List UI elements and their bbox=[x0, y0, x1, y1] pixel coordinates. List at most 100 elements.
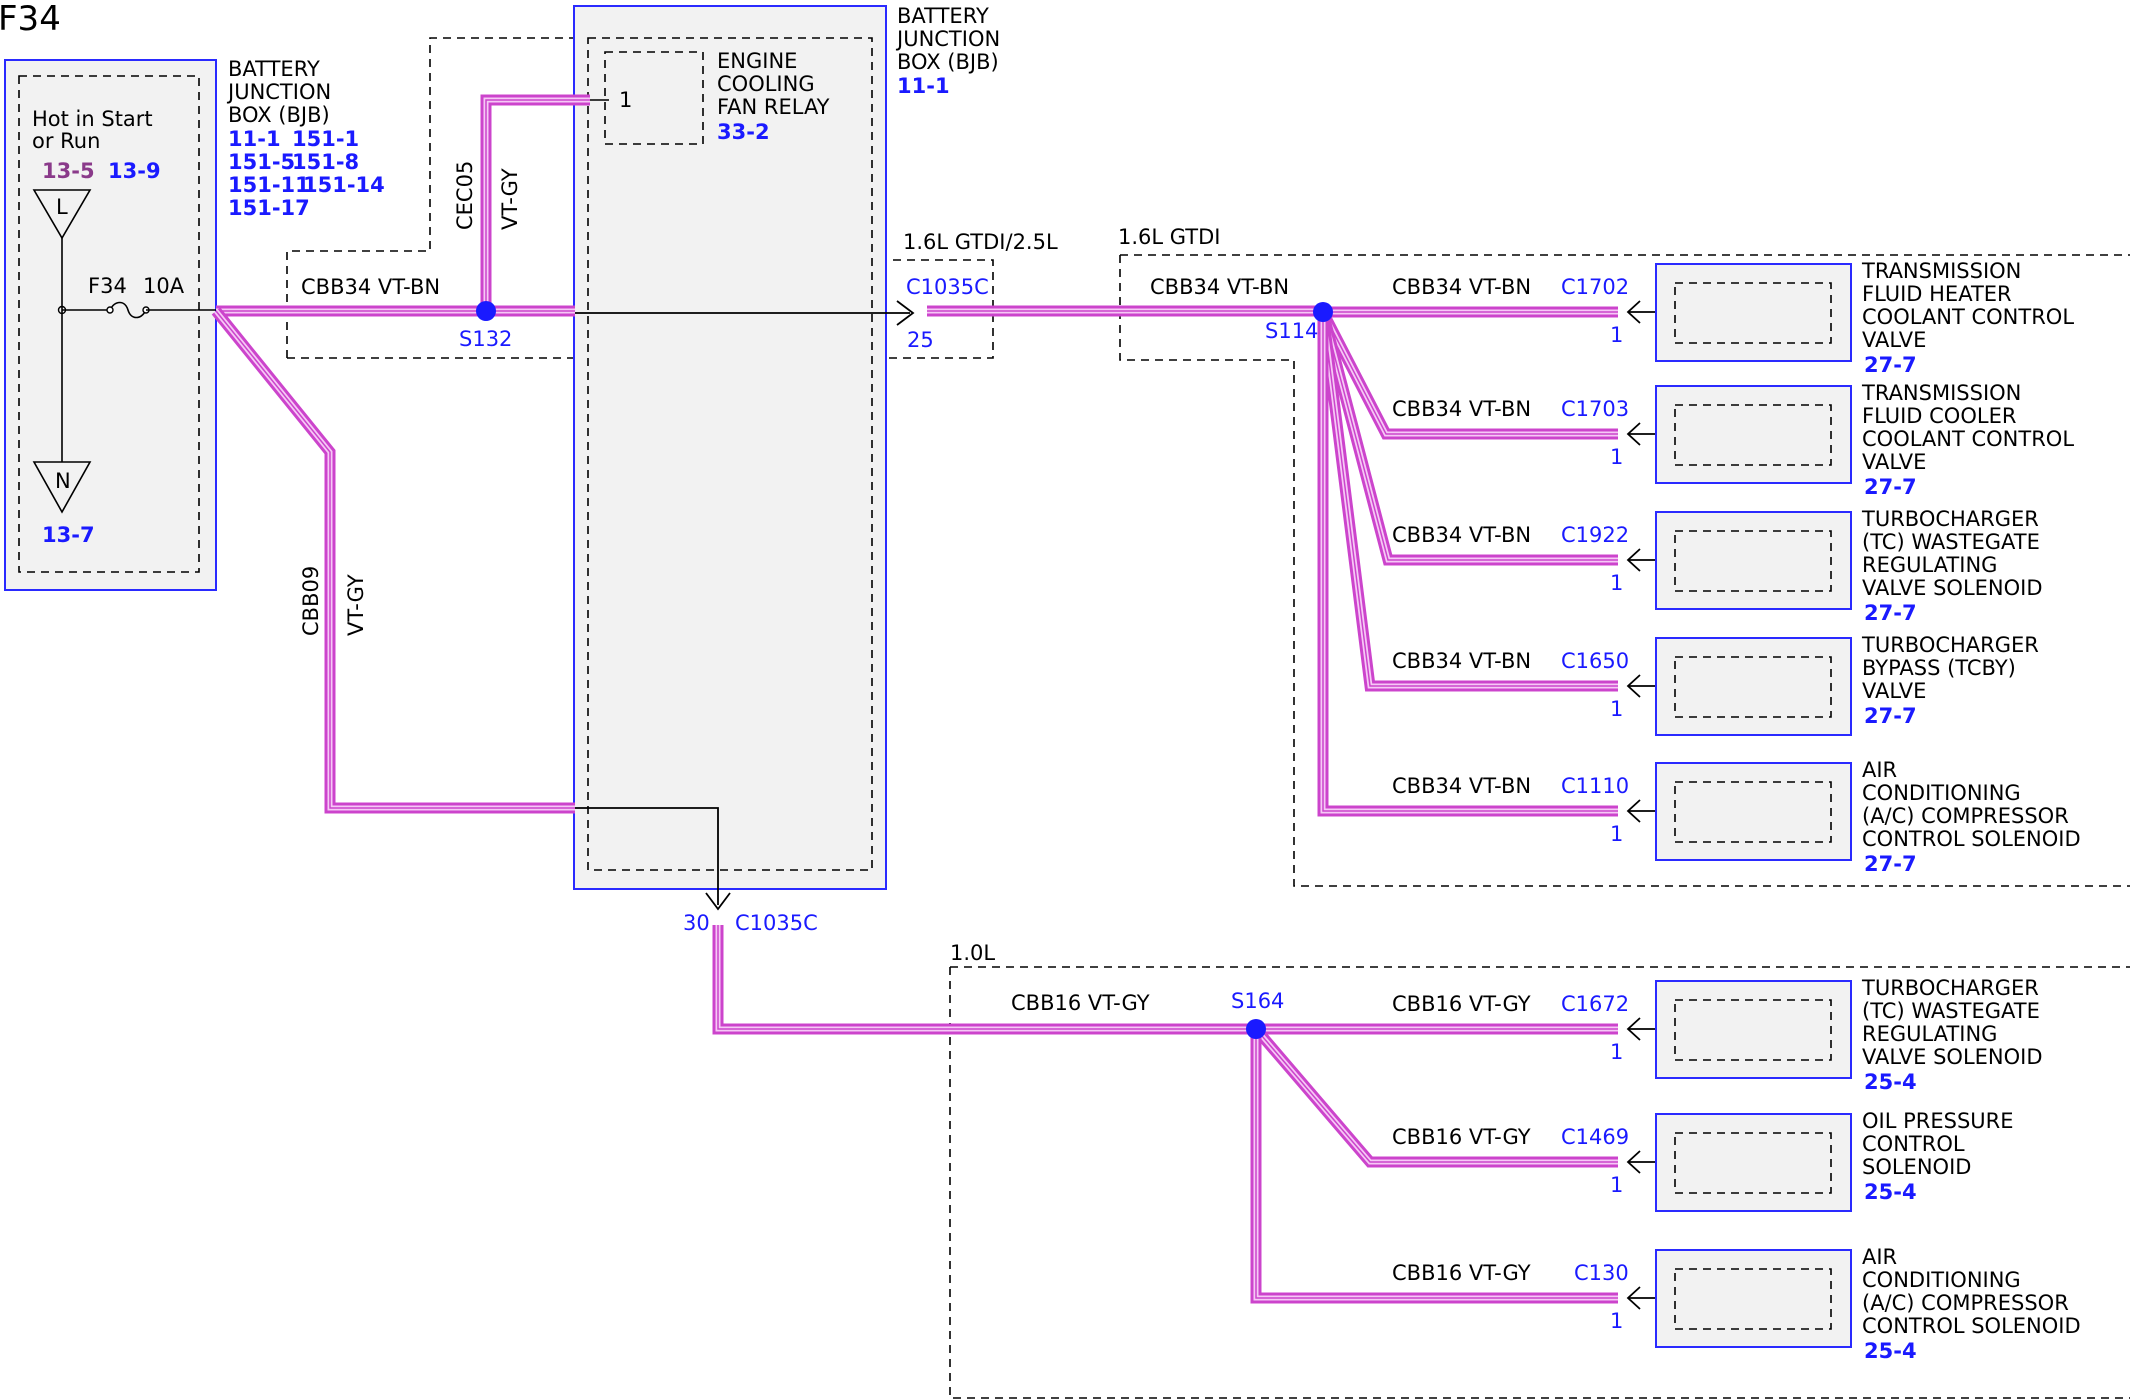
wire-label: CBB34 VT-BN bbox=[1392, 649, 1531, 673]
region-label-10l: 1.0L bbox=[950, 941, 995, 965]
ref-link[interactable]: 11-1 bbox=[228, 127, 281, 151]
load-name-line: VALVE bbox=[1862, 679, 1926, 703]
load-module-box bbox=[1655, 385, 1852, 484]
ref-link[interactable]: 25-4 bbox=[1864, 1180, 1917, 1204]
wire-cbb16-main bbox=[712, 925, 1256, 1035]
ref-link[interactable]: 151-5 bbox=[228, 150, 295, 174]
connector-label: C1469 bbox=[1561, 1125, 1629, 1149]
ref-link-13-7[interactable]: 13-7 bbox=[42, 523, 95, 547]
wire-label-cbb09: CBB09 bbox=[299, 566, 323, 636]
connector-pin: 1 bbox=[1610, 697, 1623, 721]
load-name-line: FLUID COOLER bbox=[1862, 404, 2016, 428]
wire-label: CBB34 VT-BN bbox=[1392, 523, 1531, 547]
ref-link-11-1[interactable]: 11-1 bbox=[897, 74, 950, 98]
bjb-left-title: BATTERY JUNCTION BOX (BJB) 11-1 151-1 15… bbox=[226, 57, 385, 220]
load-name-line: CONTROL SOLENOID bbox=[1862, 1314, 2081, 1338]
load-name-line: VALVE SOLENOID bbox=[1862, 1045, 2043, 1069]
load-name-line: COOLANT CONTROL bbox=[1862, 427, 2074, 451]
load-module-box bbox=[1655, 980, 1852, 1079]
load-name-line: AIR bbox=[1862, 1245, 1897, 1269]
connector-label: C130 bbox=[1574, 1261, 1629, 1285]
wires bbox=[211, 94, 1618, 1304]
splice-s164-label: S164 bbox=[1231, 989, 1284, 1013]
connector-c1035c-top: C1035C bbox=[906, 275, 989, 299]
relay-box bbox=[604, 51, 704, 145]
splice-s132 bbox=[476, 301, 496, 321]
wire-label-cbb34-left: CBB34 VT-BN bbox=[301, 275, 440, 299]
connector-label: C1650 bbox=[1561, 649, 1629, 673]
ref-link[interactable]: 27-7 bbox=[1864, 852, 1917, 876]
ref-link[interactable]: 27-7 bbox=[1864, 475, 1917, 499]
fuse-icon bbox=[109, 301, 147, 319]
load-name-line: VALVE bbox=[1862, 328, 1926, 352]
bjb-left-module: Hot in Start or Run 13-5 13-9 L F34 10A … bbox=[4, 59, 217, 591]
ref-link[interactable]: 27-7 bbox=[1864, 704, 1917, 728]
region-label-gtdi: 1.6L GTDI bbox=[1118, 225, 1221, 249]
connector-pin: 1 bbox=[1610, 323, 1623, 347]
wire-cbb34-1 bbox=[1318, 309, 1618, 440]
bjb-center-title: BATTERY JUNCTION BOX (BJB) 11-1 bbox=[895, 4, 1000, 98]
connector-pin: 1 bbox=[1610, 571, 1623, 595]
ref-link[interactable]: 25-4 bbox=[1864, 1070, 1917, 1094]
wire-cbb16-1 bbox=[1251, 1025, 1618, 1168]
hot-label-line1: Hot in Start bbox=[32, 107, 153, 131]
connector-pin: 1 bbox=[1610, 1309, 1623, 1333]
ref-link[interactable]: 25-4 bbox=[1864, 1339, 1917, 1363]
load-module-box bbox=[1655, 511, 1852, 610]
load-name-line: CONDITIONING bbox=[1862, 1268, 2021, 1292]
ref-link[interactable]: 151-11 bbox=[228, 173, 310, 197]
load-name-line: OIL PRESSURE bbox=[1862, 1109, 2014, 1133]
load-name-line: VALVE SOLENOID bbox=[1862, 576, 2043, 600]
load-module-box bbox=[1655, 1249, 1852, 1348]
ref-link-33-2[interactable]: 33-2 bbox=[717, 120, 770, 144]
connector-pin: 1 bbox=[1610, 1173, 1623, 1197]
ref-link-13-9[interactable]: 13-9 bbox=[108, 159, 161, 183]
svg-text:BATTERY: BATTERY bbox=[897, 4, 989, 28]
triangle-l-label: L bbox=[56, 195, 68, 219]
ref-link[interactable]: 151-17 bbox=[228, 196, 310, 220]
splice-s114-label: S114 bbox=[1265, 319, 1318, 343]
svg-text:BOX (BJB): BOX (BJB) bbox=[228, 103, 330, 127]
wire-cbb34-4 bbox=[1317, 312, 1618, 817]
load-module-box bbox=[1655, 637, 1852, 736]
wire-cbb16-2 bbox=[1250, 1029, 1618, 1304]
wire-label: CBB34 VT-BN bbox=[1392, 774, 1531, 798]
load-name-line: (A/C) COMPRESSOR bbox=[1862, 804, 2069, 828]
triangle-n-icon bbox=[32, 461, 92, 514]
load-name-line: TRANSMISSION bbox=[1861, 259, 2021, 283]
load-name-line: CONTROL bbox=[1862, 1132, 1965, 1156]
load-name-line: TURBOCHARGER bbox=[1861, 976, 2039, 1000]
ref-link[interactable]: 27-7 bbox=[1864, 353, 1917, 377]
wire-cbb09 bbox=[211, 307, 575, 814]
ref-link-13-5[interactable]: 13-5 bbox=[42, 159, 95, 183]
connector-pin: 1 bbox=[1610, 822, 1623, 846]
wire-label-cec05: CEC05 bbox=[453, 161, 477, 230]
ref-link[interactable]: 27-7 bbox=[1864, 601, 1917, 625]
wire-label-cec05-color: VT-GY bbox=[498, 168, 522, 230]
wire-label: CBB34 VT-BN bbox=[1392, 397, 1531, 421]
ref-link[interactable]: 151-14 bbox=[303, 173, 385, 197]
wire-cbb34-2 bbox=[1317, 310, 1618, 566]
load-name-line: FLUID HEATER bbox=[1862, 282, 2012, 306]
ref-link[interactable]: 151-8 bbox=[292, 150, 359, 174]
load-name-line: TRANSMISSION bbox=[1861, 381, 2021, 405]
load-name-line: BYPASS (TCBY) bbox=[1862, 656, 2016, 680]
wire-label-cbb09-color: VT-GY bbox=[344, 574, 368, 636]
splice-s132-label: S132 bbox=[459, 327, 512, 351]
load-name-line: REGULATING bbox=[1862, 553, 1997, 577]
load-name-line: COOLANT CONTROL bbox=[1862, 305, 2074, 329]
ref-link[interactable]: 151-1 bbox=[292, 127, 359, 151]
load-name-line: VALVE bbox=[1862, 450, 1926, 474]
region-label-gtdi-25: 1.6L GTDI/2.5L bbox=[903, 230, 1058, 254]
relay-pin: 1 bbox=[619, 88, 632, 112]
connector-pin: 1 bbox=[1610, 1040, 1623, 1064]
splice-s114 bbox=[1313, 302, 1333, 322]
page-title: F34 bbox=[0, 0, 61, 39]
